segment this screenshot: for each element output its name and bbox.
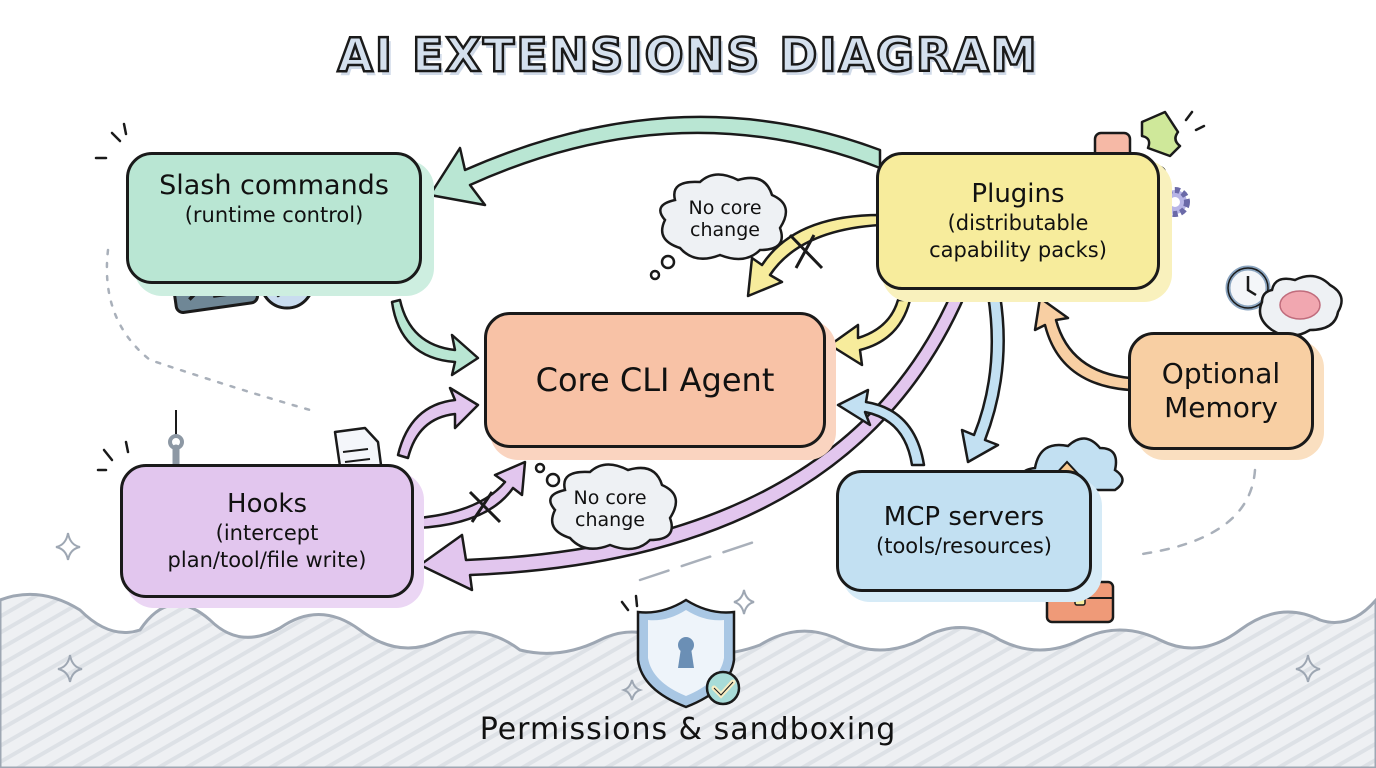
- emphasis-ticks: [94, 110, 1206, 612]
- cross-mark-bottom: [468, 490, 502, 524]
- shield-lock-icon: [636, 598, 741, 709]
- optional-memory-node[interactable]: Optional Memory: [1128, 332, 1314, 450]
- edge-mcp-to-core: [836, 388, 926, 467]
- sparkle-icon: [57, 654, 83, 683]
- hooks-node[interactable]: Hooks (intercept plan/tool/file write): [120, 464, 414, 598]
- slash-commands-subtitle: (runtime control): [184, 203, 364, 228]
- memory-title-line2: Memory: [1164, 391, 1278, 424]
- edge-hooks-to-core-crossed: [416, 460, 527, 530]
- hooks-subtitle-line2: plan/tool/file write): [167, 547, 367, 572]
- edge-memory-to-plugins: [1033, 296, 1132, 392]
- bubble-bottom-line1: No core: [573, 487, 647, 510]
- dashed-arc: [638, 538, 762, 582]
- thought-bubble-bottom-shape: [534, 462, 678, 551]
- bubble-bottom-line2: change: [575, 509, 645, 531]
- sparkle-icon: [733, 589, 755, 615]
- bubble-top-line1: No core: [688, 197, 762, 220]
- sparkle-icon: [55, 532, 81, 561]
- dashed-arc: [105, 248, 312, 412]
- plugins-title: Plugins: [971, 179, 1065, 210]
- cross-mark-top: [788, 233, 824, 270]
- core-cli-agent-title: Core CLI Agent: [535, 360, 775, 399]
- mcp-servers-subtitle: (tools/resources): [876, 534, 1052, 559]
- edge-plugins-to-core-crossed: [746, 213, 882, 298]
- hooks-subtitle-line1: (intercept: [215, 521, 319, 546]
- memory-title-line1: Optional: [1161, 357, 1281, 391]
- dashed-arc: [1133, 468, 1257, 557]
- thought-bubble-top-shape: [649, 173, 788, 281]
- mcp-servers-node[interactable]: MCP servers (tools/resources): [836, 470, 1092, 592]
- plugins-node[interactable]: Plugins (distributable capability packs): [876, 152, 1160, 290]
- mcp-servers-title: MCP servers: [883, 502, 1045, 533]
- edge-plugins-to-mcp: [960, 293, 1005, 464]
- edge-slash-to-core: [390, 298, 480, 377]
- slash-commands-node[interactable]: Slash commands (runtime control): [126, 152, 422, 284]
- plugins-subtitle-line2: capability packs): [929, 237, 1107, 262]
- core-cli-agent-node[interactable]: Core CLI Agent: [484, 312, 826, 448]
- edge-hooks-to-core: [396, 386, 480, 460]
- clock-icon: [1225, 265, 1271, 311]
- brain-icon: [1258, 274, 1343, 345]
- slash-commands-title: Slash commands: [159, 169, 389, 201]
- plugins-subtitle-line1: (distributable: [947, 211, 1089, 236]
- sparkle-icon: [620, 679, 644, 701]
- edge-plugins-to-slash: [428, 115, 882, 207]
- sparkle-icons: [55, 532, 1321, 701]
- bubble-top-line2: change: [690, 219, 760, 241]
- diagram-title: AI EXTENSIONS DIAGRAM: [336, 27, 1039, 84]
- no-core-change-bubble-top: No core change: [660, 185, 790, 255]
- permissions-sandboxing-label: Permissions & sandboxing: [479, 712, 897, 747]
- edge-plugins-to-core: [828, 298, 912, 367]
- sparkle-icon: [1295, 654, 1321, 683]
- no-core-change-bubble-bottom: No core change: [545, 475, 675, 545]
- hooks-title: Hooks: [227, 489, 307, 520]
